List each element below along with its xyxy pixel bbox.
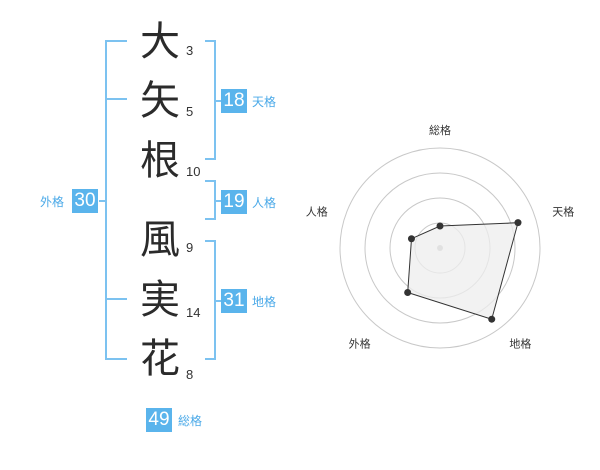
chikaku-value: 31: [221, 289, 247, 313]
radar-axis-label: 総格: [429, 123, 451, 137]
gaikaku-label: 外格: [40, 195, 65, 209]
radar-ring: [339, 147, 541, 349]
radar-point: [488, 315, 496, 323]
radar-axis-label: 地格: [509, 336, 531, 350]
jinkaku-label: 人格: [252, 196, 277, 210]
kanji-char: 花: [140, 336, 180, 382]
radar-axis-label: 外格: [349, 336, 371, 350]
tenkaku-label: 天格: [252, 95, 277, 109]
radar-axis-label: 天格: [552, 205, 574, 219]
soukaku-label: 総格: [178, 414, 203, 428]
stroke-count: 10: [186, 164, 201, 179]
radar-point: [436, 222, 444, 230]
radar-point: [404, 288, 412, 296]
radar-ring: [364, 172, 516, 324]
kanji-char: 実: [140, 277, 180, 323]
jinkaku-value: 19: [221, 190, 247, 214]
radar-axis-label: 人格: [306, 205, 328, 219]
radar-point: [407, 235, 415, 243]
gaikaku-value: 30: [72, 189, 98, 213]
kanji-char: 大: [140, 19, 180, 65]
kanji-char: 矢: [140, 78, 180, 124]
chikaku-label: 地格: [252, 295, 277, 309]
tenkaku-value: 18: [221, 89, 247, 113]
soukaku-value: 49: [146, 408, 172, 432]
stroke-count: 9: [186, 240, 194, 255]
stroke-count: 14: [186, 305, 201, 320]
radar-polygon: [407, 222, 519, 320]
kanji-char: 風: [140, 217, 180, 263]
stroke-count: 5: [186, 104, 194, 119]
radar-point: [514, 219, 522, 227]
kanji-char: 根: [140, 138, 180, 184]
stroke-count: 8: [186, 367, 194, 382]
stroke-count: 3: [186, 43, 194, 58]
